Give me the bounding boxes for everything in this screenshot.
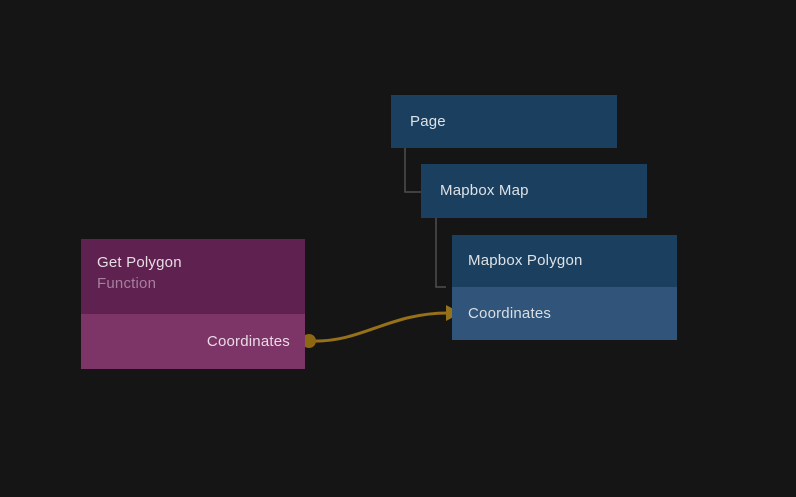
node-mapbox-polygon-header[interactable]: Mapbox Polygon bbox=[452, 235, 677, 287]
node-mapbox-polygon-title: Mapbox Polygon bbox=[468, 252, 583, 269]
node-page[interactable]: Page bbox=[391, 95, 617, 148]
output-port-coordinates-label: Coordinates bbox=[206, 333, 290, 350]
node-get-polygon-subtitle: Function bbox=[97, 275, 157, 292]
input-port-coordinates-label: Coordinates bbox=[468, 305, 552, 322]
output-port-dot[interactable] bbox=[302, 334, 316, 348]
node-get-polygon-title: Get Polygon bbox=[97, 254, 182, 271]
node-mapbox-polygon[interactable]: Mapbox Polygon Coordinates bbox=[452, 235, 677, 340]
tree-connector-mapbox-map-to-mapbox-polygon bbox=[435, 218, 446, 288]
node-get-polygon[interactable]: Get Polygon Function Coordinates bbox=[81, 239, 305, 369]
node-mapbox-map[interactable]: Mapbox Map bbox=[421, 164, 647, 218]
node-get-polygon-header[interactable]: Get Polygon Function bbox=[81, 239, 305, 314]
connection-coordinates-wire[interactable] bbox=[302, 305, 461, 348]
node-mapbox-map-title: Mapbox Map bbox=[440, 182, 529, 199]
output-port-coordinates[interactable]: Coordinates bbox=[81, 314, 305, 369]
connection-curve[interactable] bbox=[309, 311, 449, 343]
tree-connector-page-to-mapbox-map bbox=[404, 148, 422, 193]
input-port-coordinates[interactable]: Coordinates bbox=[452, 287, 677, 340]
node-page-title: Page bbox=[410, 113, 446, 130]
